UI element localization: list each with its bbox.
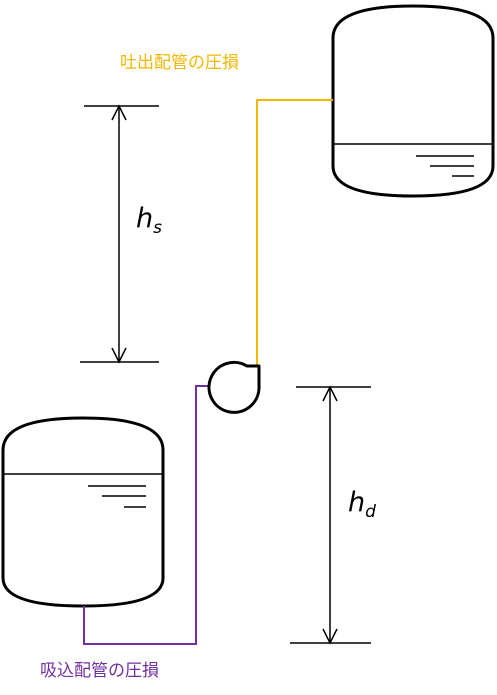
hd-arrow-head-bottom <box>322 628 338 645</box>
hd-symbol-base: h <box>348 487 366 518</box>
hd-symbol-sub: d <box>365 502 376 522</box>
hd-symbol: hd <box>348 487 376 522</box>
suction-loss-label: 吸込配管の圧損 <box>40 661 159 681</box>
hs-symbol-sub: s <box>153 218 162 238</box>
pump-symbol <box>207 360 261 414</box>
discharge-pipe <box>256 99 333 366</box>
lower-tank <box>1 416 165 608</box>
hs-arrow-head-top <box>111 104 127 121</box>
upper-tank <box>331 4 495 198</box>
hs-symbol: hs <box>136 203 162 238</box>
hd-arrow-head-top <box>322 385 338 402</box>
discharge-loss-label: 吐出配管の圧損 <box>120 53 239 73</box>
hd-dimension <box>290 385 371 645</box>
hs-symbol-base: h <box>136 203 154 234</box>
hs-dimension <box>80 104 159 364</box>
suction-pipe <box>83 385 209 645</box>
hs-arrow-head-bottom <box>111 347 127 364</box>
